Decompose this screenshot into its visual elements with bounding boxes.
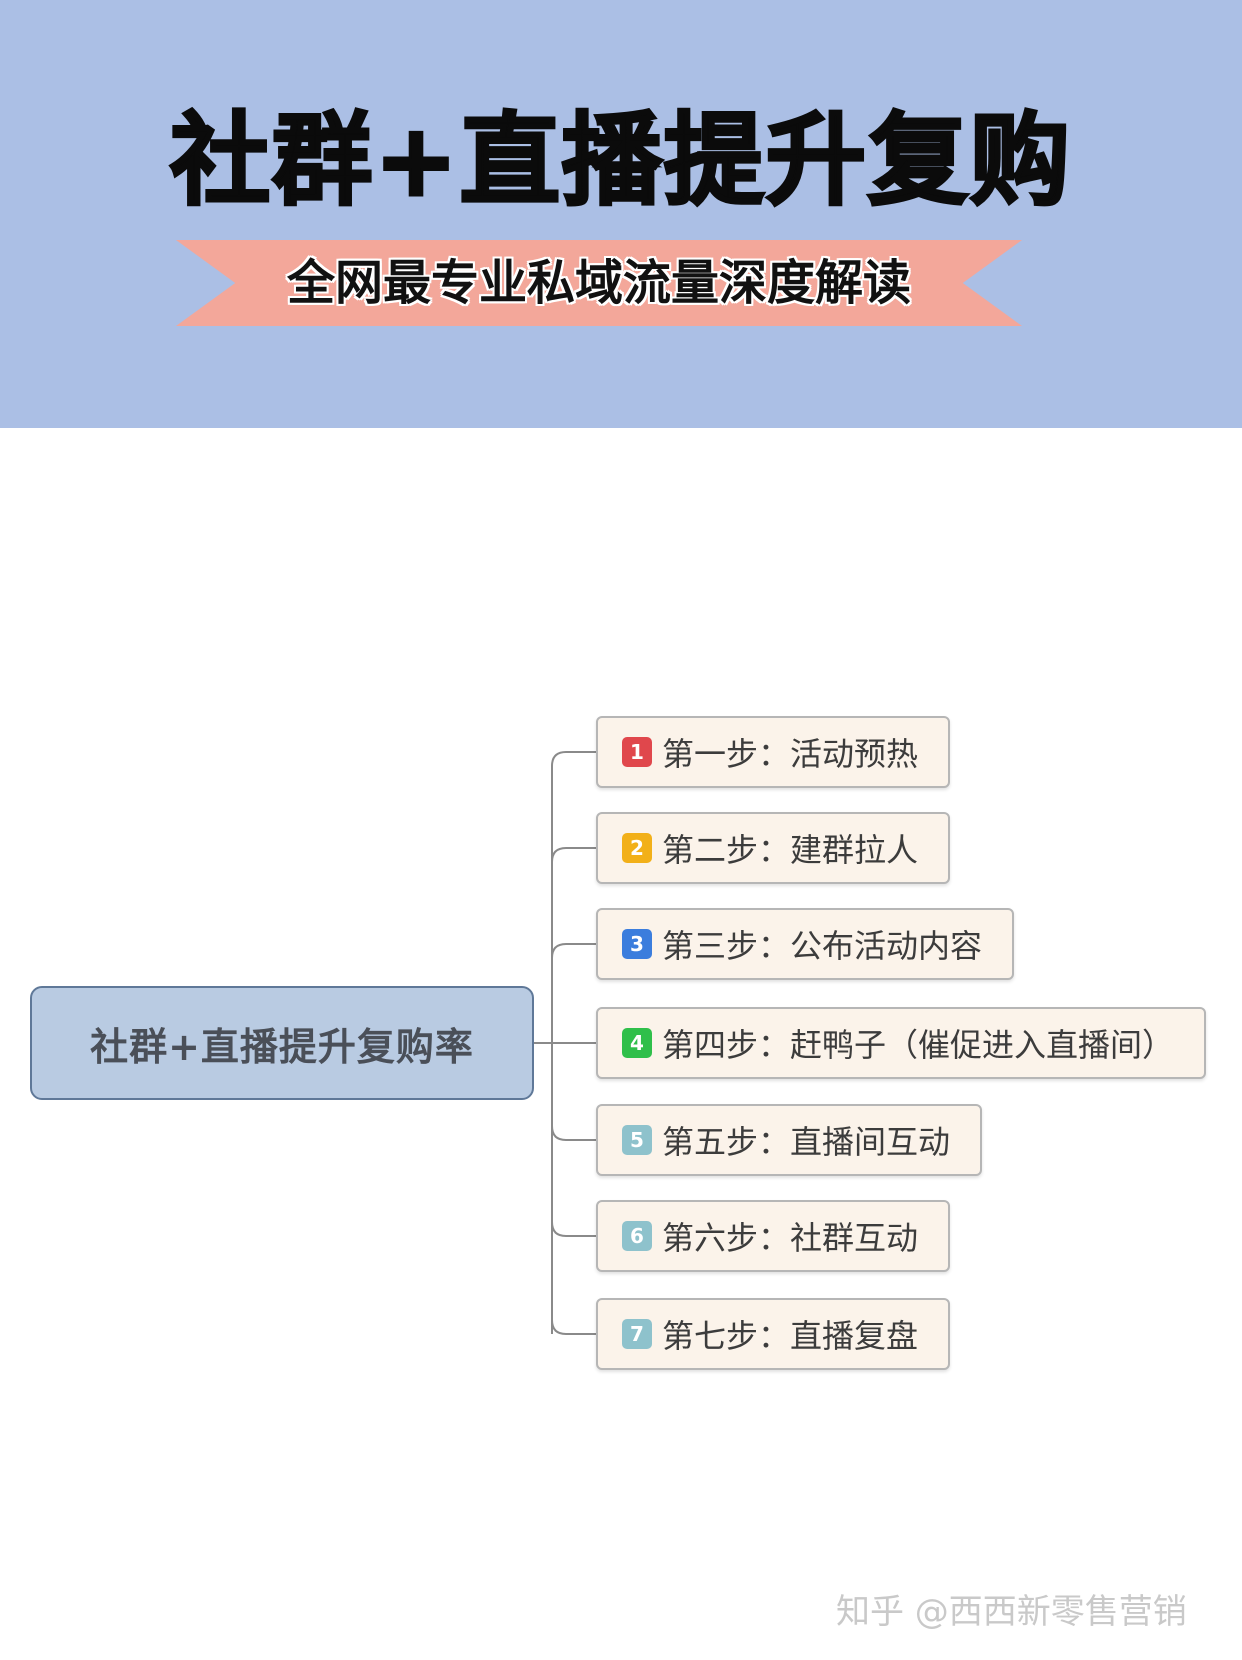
step-label-7: 第七步：直播复盘	[662, 1317, 919, 1355]
step-badge-1: 1	[622, 737, 652, 767]
step-badge-6: 6	[622, 1221, 652, 1251]
step-label-3: 第三步：公布活动内容	[662, 927, 983, 965]
root-node: 社群+直播提升复购率	[30, 986, 534, 1100]
step-node-5: 5 第五步：直播间互动	[596, 1104, 983, 1176]
step-node-2: 2 第二步：建群拉人	[596, 812, 951, 884]
subtitle-ribbon	[176, 240, 1022, 326]
header-banner: 社群+直播提升复购 全网最专业私域流量深度解读	[0, 0, 1242, 428]
step-label-5: 第五步：直播间互动	[662, 1123, 951, 1161]
step-label-6: 第六步：社群互动	[662, 1219, 919, 1257]
subtitle-text: 全网最专业私域流量深度解读	[286, 255, 911, 311]
step-badge-2: 2	[622, 833, 652, 863]
step-node-1: 1 第一步：活动预热	[596, 716, 951, 788]
branch-connector-6	[551, 1221, 596, 1237]
watermark-text: 知乎 @西西新零售营销	[836, 1592, 1187, 1632]
step-node-4: 4 第四步：赶鸭子（催促进入直播间）	[596, 1007, 1207, 1079]
branch-connector-1	[551, 751, 596, 767]
step-label-2: 第二步：建群拉人	[662, 831, 919, 869]
step-label-4: 第四步：赶鸭子（催促进入直播间）	[662, 1026, 1175, 1064]
step-badge-7: 7	[622, 1319, 652, 1349]
branch-connector-5	[551, 1125, 596, 1141]
branch-connector-2	[551, 847, 596, 863]
step-node-6: 6 第六步：社群互动	[596, 1200, 951, 1272]
step-node-7: 7 第七步：直播复盘	[596, 1298, 951, 1370]
step-badge-5: 5	[622, 1125, 652, 1155]
step-badge-4: 4	[622, 1028, 652, 1058]
step-badge-3: 3	[622, 929, 652, 959]
branch-connector-7	[551, 1319, 596, 1335]
step-node-3: 3 第三步：公布活动内容	[596, 908, 1015, 980]
branch-connector-3	[551, 943, 596, 959]
page-title: 社群+直播提升复购	[169, 101, 1072, 221]
step-label-1: 第一步：活动预热	[662, 735, 919, 773]
